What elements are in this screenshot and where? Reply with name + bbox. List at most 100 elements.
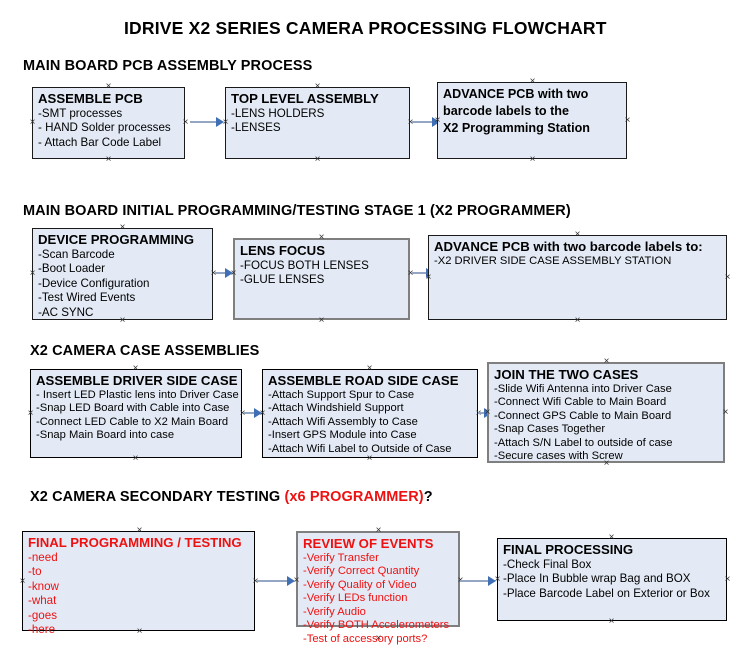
section-heading-text: X2 CAMERA CASE ASSEMBLIES [30, 343, 260, 359]
box-title: JOIN THE TWO CASES [494, 367, 639, 382]
connection-handle-right[interactable] [238, 409, 247, 418]
box-top-level-assembly[interactable]: TOP LEVEL ASSEMBLY -LENS HOLDERS -LENSES [225, 87, 410, 159]
connection-handle-right[interactable] [209, 269, 218, 278]
connection-handle-left[interactable] [18, 577, 27, 586]
connection-handle-top[interactable] [118, 223, 127, 232]
box-line: -Secure cases with Screw [494, 450, 623, 463]
connection-handle-bottom[interactable] [317, 316, 326, 325]
box-line: -Scan Barcode [38, 247, 115, 261]
box-line: -Check Final Box [503, 557, 592, 571]
section-heading-text: X2 CAMERA SECONDARY TESTING [30, 489, 285, 505]
connection-handle-bottom[interactable] [131, 454, 140, 463]
connection-handle-top[interactable] [135, 526, 144, 535]
section-heading-x2-camera-secondary-testing: X2 CAMERA SECONDARY TESTING (x6 PROGRAMM… [30, 489, 433, 505]
box-assemble-pcb[interactable]: ASSEMBLE PCB -SMT processes - HAND Solde… [32, 87, 185, 159]
box-line: - Attach Bar Code Label [38, 135, 162, 149]
box-line: -Verify BOTH Accelerometers [303, 619, 450, 632]
box-line: -Attach Support Spur to Case [268, 388, 415, 401]
box-title: FINAL PROCESSING [503, 542, 634, 557]
box-line: -Attach Wifi Assembly to Case [268, 415, 418, 428]
page-title: IDRIVE X2 SERIES CAMERA PROCESSING FLOWC… [124, 18, 607, 38]
connection-handle-bottom[interactable] [602, 459, 611, 468]
connection-handle-left[interactable] [258, 409, 267, 418]
connection-handle-top[interactable] [313, 82, 322, 91]
connection-handle-top[interactable] [374, 526, 383, 535]
connection-handle-left[interactable] [229, 269, 238, 278]
connection-handle-top[interactable] [573, 230, 582, 239]
box-line: -Verify Quality of Video [303, 578, 417, 591]
connection-handle-bottom[interactable] [104, 155, 113, 164]
box-final-processing[interactable]: FINAL PROCESSING -Check Final Box -Place… [497, 538, 727, 621]
box-advance-pcb-to-driver-side-case[interactable]: ADVANCE PCB with two barcode labels to: … [428, 235, 727, 320]
arrow-shaft [190, 121, 217, 123]
connection-handle-top[interactable] [528, 77, 537, 86]
connection-handle-right[interactable] [181, 118, 190, 127]
box-review-of-events[interactable]: REVIEW OF EVENTS -Verify Transfer -Verif… [296, 531, 460, 645]
connection-handle-right[interactable] [723, 575, 732, 584]
connection-handle-top[interactable] [131, 364, 140, 373]
connection-handle-right[interactable] [721, 408, 730, 417]
connection-handle-left[interactable] [26, 409, 35, 418]
connection-handle-top[interactable] [317, 233, 326, 242]
connection-handle-right[interactable] [406, 118, 415, 127]
connection-handle-left[interactable] [483, 408, 492, 417]
connection-handle-bottom[interactable] [374, 634, 383, 643]
box-line: -X2 DRIVER SIDE CASE ASSEMBLY STATION [434, 254, 672, 267]
connection-handle-top[interactable] [602, 357, 611, 366]
box-assemble-driver-side-case[interactable]: ASSEMBLE DRIVER SIDE CASE - Insert LED P… [30, 369, 242, 458]
arrow-shaft [412, 121, 433, 123]
box-final-programming-testing[interactable]: FINAL PROGRAMMING / TESTING -need -to -k… [22, 531, 255, 636]
connection-handle-bottom[interactable] [573, 316, 582, 325]
connection-handle-left[interactable] [433, 116, 442, 125]
connection-handle-right[interactable] [456, 576, 465, 585]
box-line: -Device Configuration [38, 276, 150, 290]
connection-handle-right[interactable] [406, 269, 415, 278]
box-line: -Snap LED Board with Cable into Case [36, 402, 230, 415]
box-line: -Insert GPS Module into Case [268, 429, 417, 442]
connection-handle-bottom[interactable] [365, 454, 374, 463]
connection-handle-right[interactable] [474, 409, 483, 418]
box-title: TOP LEVEL ASSEMBLY [231, 91, 379, 106]
connection-handle-bottom[interactable] [135, 627, 144, 636]
box-line: -FOCUS BOTH LENSES [240, 258, 369, 272]
connection-handle-bottom[interactable] [528, 155, 537, 164]
connection-handle-right[interactable] [623, 116, 632, 125]
connection-handle-bottom[interactable] [313, 155, 322, 164]
arrow-shaft [257, 580, 288, 582]
box-join-the-two-cases[interactable]: JOIN THE TWO CASES -Slide Wifi Antenna i… [487, 362, 725, 463]
connection-handle-left[interactable] [28, 269, 37, 278]
box-line: -Snap Cases Together [494, 423, 606, 436]
box-lens-focus[interactable]: LENS FOCUS -FOCUS BOTH LENSES -GLUE LENS… [233, 238, 410, 320]
box-line: barcode labels to the [443, 104, 569, 118]
box-line: -Place Barcode Label on Exterior or Box [503, 586, 710, 600]
box-line: -Verify Correct Quantity [303, 565, 420, 578]
box-device-programming[interactable]: DEVICE PROGRAMMING -Scan Barcode -Boot L… [32, 228, 213, 320]
connection-handle-left[interactable] [292, 576, 301, 585]
box-advance-pcb-to-programming-station[interactable]: ADVANCE PCB with two barcode labels to t… [437, 82, 627, 159]
connection-handle-bottom[interactable] [607, 617, 616, 626]
section-heading-accent: (x6 PROGRAMMER) [284, 489, 424, 505]
box-line: -Attach S/N Label to outside of case [494, 436, 673, 449]
connection-handle-top[interactable] [104, 82, 113, 91]
box-title: ASSEMBLE PCB [38, 91, 143, 106]
arrow-review-to-final-processing [460, 576, 496, 586]
connection-handle-left[interactable] [221, 118, 230, 127]
connection-handle-right[interactable] [723, 273, 732, 282]
section-heading-x2-camera-case-assemblies: X2 CAMERA CASE ASSEMBLIES [30, 343, 259, 359]
box-assemble-road-side-case[interactable]: ASSEMBLE ROAD SIDE CASE -Attach Support … [262, 369, 478, 458]
connection-handle-left[interactable] [424, 273, 433, 282]
connection-handle-left[interactable] [28, 118, 37, 127]
connection-handle-right[interactable] [251, 577, 260, 586]
connection-handle-top[interactable] [365, 364, 374, 373]
box-title: ASSEMBLE ROAD SIDE CASE [268, 373, 459, 388]
box-line: -know [28, 579, 59, 593]
section-heading-main-board-pcb-assembly: MAIN BOARD PCB ASSEMBLY PROCESS [23, 58, 312, 74]
connection-handle-top[interactable] [607, 533, 616, 542]
connection-handle-left[interactable] [493, 575, 502, 584]
box-line: -goes [28, 608, 58, 622]
connection-handle-bottom[interactable] [118, 316, 127, 325]
section-heading-text: MAIN BOARD INITIAL PROGRAMMING/TESTING S… [23, 203, 571, 219]
box-line: -Connect Wifi Cable to Main Board [494, 396, 667, 409]
box-line: -Place In Bubble wrap Bag and BOX [503, 572, 691, 586]
